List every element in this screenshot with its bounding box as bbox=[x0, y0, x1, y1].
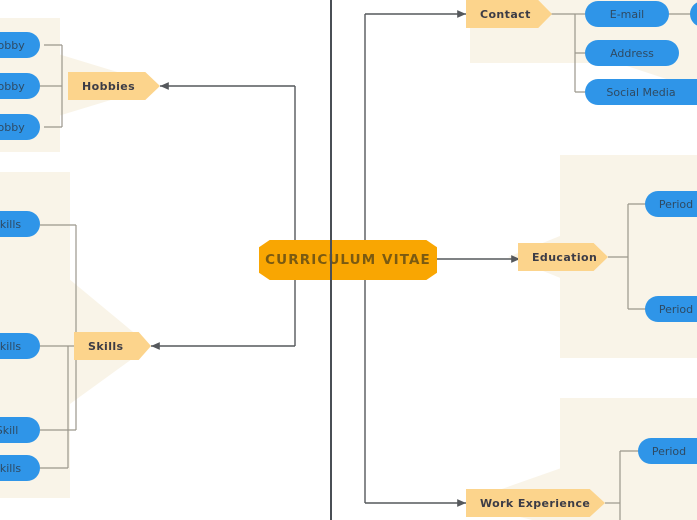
branch-work-experience[interactable]: Work Experience bbox=[466, 489, 605, 517]
branch-education[interactable]: Education bbox=[518, 243, 608, 271]
leaf-hobby-3[interactable]: Hobby bbox=[0, 114, 40, 140]
leaf-social-media[interactable]: Social Media bbox=[585, 79, 697, 105]
leaf-email-child[interactable] bbox=[690, 1, 697, 27]
connector-education-fan bbox=[627, 203, 648, 310]
leaf-hobby-1[interactable]: Hobby bbox=[0, 32, 40, 58]
leaf-work-period-1[interactable]: Period bbox=[638, 438, 697, 464]
leaf-email[interactable]: E-mail bbox=[585, 1, 669, 27]
leaf-education-period-2[interactable]: Period bbox=[645, 296, 697, 322]
connector-hobbies-fan bbox=[44, 44, 63, 128]
central-topic[interactable]: CURRICULUM VITAE bbox=[259, 240, 437, 280]
branch-contact[interactable]: Contact bbox=[466, 0, 552, 28]
connector-work-fan bbox=[619, 450, 640, 520]
branch-skills[interactable]: Skills bbox=[74, 332, 151, 360]
leaf-address[interactable]: Address bbox=[585, 40, 679, 66]
page-divider bbox=[330, 0, 332, 520]
leaf-skills-1[interactable]: Skills bbox=[0, 211, 40, 237]
leaf-skills-2[interactable]: Skills bbox=[0, 333, 40, 359]
branch-hobbies[interactable]: Hobbies bbox=[68, 72, 160, 100]
leaf-hobby-2[interactable]: Hobby bbox=[0, 73, 40, 99]
leaf-skills-4[interactable]: Skills bbox=[0, 455, 40, 481]
connector-contact-fan bbox=[574, 14, 585, 93]
connector-skills-fan bbox=[40, 224, 77, 469]
leaf-skills-3[interactable]: Skill bbox=[0, 417, 40, 443]
leaf-education-period-1[interactable]: Period bbox=[645, 191, 697, 217]
